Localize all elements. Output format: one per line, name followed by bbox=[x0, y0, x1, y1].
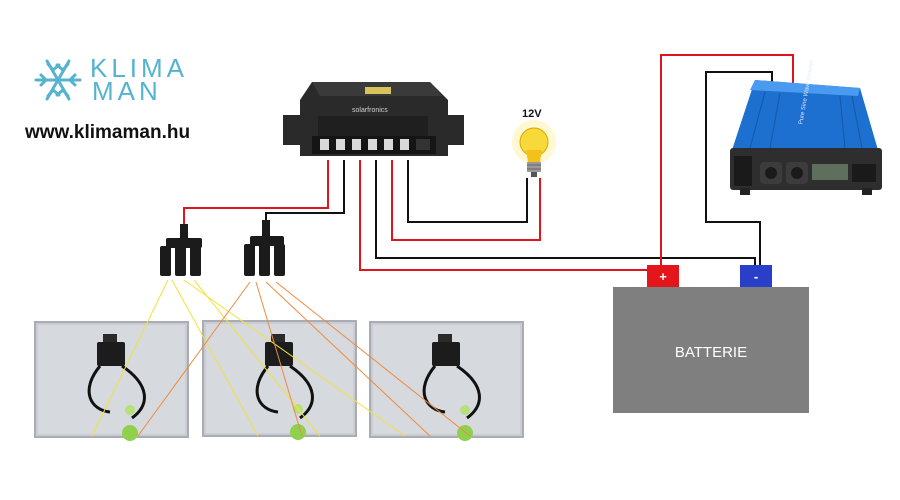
logo-line-2: MAN bbox=[92, 76, 162, 106]
solar-panel-3 bbox=[369, 321, 524, 441]
battery: BATTERIE + - bbox=[613, 265, 809, 413]
website-url[interactable]: www.klimaman.hu bbox=[24, 122, 190, 143]
light-bulb-icon bbox=[512, 120, 556, 177]
branch-connector-positive bbox=[160, 224, 202, 276]
controller-brand: solarfronics bbox=[352, 107, 388, 114]
battery-positive-terminal bbox=[647, 265, 679, 287]
panel-wires bbox=[91, 279, 471, 437]
solar-panel-1 bbox=[34, 321, 189, 441]
solar-panel-2 bbox=[202, 320, 357, 440]
charge-controller: solarfronics bbox=[283, 82, 464, 156]
battery-label: BATTERIE bbox=[675, 344, 747, 361]
snowflake-icon bbox=[34, 59, 82, 101]
dc-wiring bbox=[183, 54, 794, 271]
klimaman-logo: KLIMA MAN www.klimaman.hu bbox=[24, 53, 190, 143]
inverter: Pure Sine Wave Inverter bbox=[730, 60, 882, 195]
lamp: 12V bbox=[512, 108, 556, 177]
logo-line-1: KLIMA bbox=[90, 53, 188, 83]
battery-negative-terminal bbox=[740, 265, 772, 287]
branch-connector-negative bbox=[244, 220, 285, 276]
battery-positive-label: + bbox=[659, 269, 667, 284]
lamp-voltage-label: 12V bbox=[522, 108, 542, 120]
battery-negative-label: - bbox=[754, 269, 758, 284]
